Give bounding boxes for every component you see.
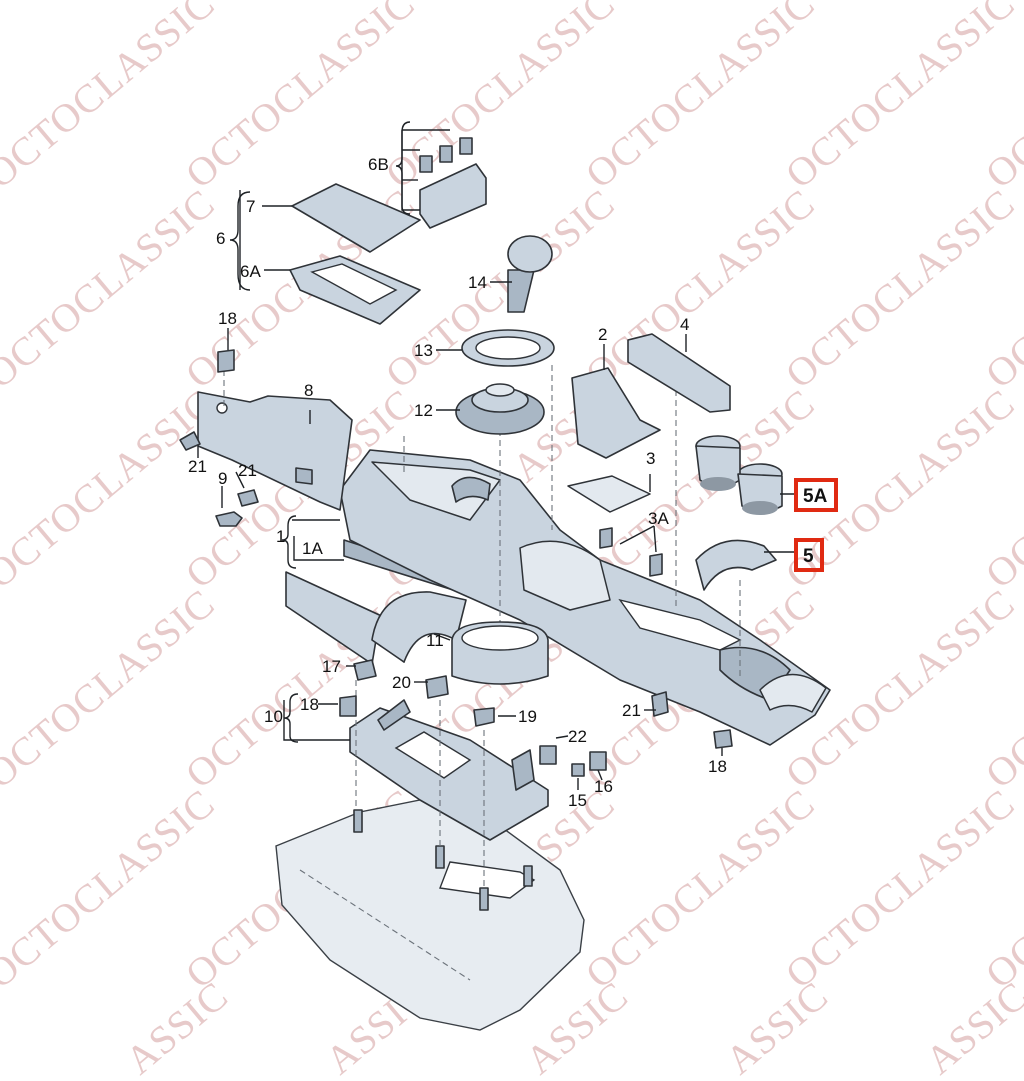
callout-16: 16 [594, 777, 613, 796]
callout-11: 11 [426, 631, 444, 650]
callout-22: 22 [568, 727, 587, 746]
callout-3a: 3A [648, 509, 669, 528]
callout-12: 12 [414, 401, 433, 420]
gear-knob [507, 235, 553, 313]
storage-frame [289, 255, 421, 325]
shift-ring-lower [451, 621, 549, 685]
callout-21-left: 21 [188, 457, 207, 476]
switch-panel [419, 137, 487, 229]
watermark-text-partial: ASSIC [117, 972, 237, 1081]
callout-6b: 6B [368, 155, 389, 174]
callout-14: 14 [468, 273, 487, 292]
callout-labels: 1 1A 2 3 3A 4 6 6A 6B 7 8 9 10 11 12 13 … [188, 155, 838, 810]
callout-1: 1 [276, 527, 285, 546]
center-console-body [339, 360, 831, 746]
callout-6: 6 [216, 229, 225, 248]
storage-tray [567, 475, 651, 513]
callout-5a: 5A [803, 486, 828, 507]
shift-boot [455, 383, 545, 435]
callout-8: 8 [304, 381, 313, 400]
callout-7: 7 [246, 197, 255, 216]
callout-2: 2 [598, 325, 607, 344]
side-trim-panel [197, 370, 353, 511]
tray-inserts [599, 527, 663, 577]
shift-ring-upper [461, 329, 555, 367]
callout-10: 10 [264, 707, 283, 726]
callout-20: 20 [392, 673, 411, 692]
callout-18-bracket: 18 [300, 695, 319, 714]
cup-holder-cover [695, 539, 777, 591]
highlight-box-5a [794, 478, 838, 512]
shift-surround [571, 367, 661, 459]
floor-pan [275, 799, 585, 1031]
callout-21-right: 21 [622, 701, 641, 720]
callout-18-top: 18 [218, 309, 237, 328]
callout-1a: 1A [302, 539, 323, 558]
storage-lid [291, 183, 421, 253]
group-brackets [229, 121, 411, 743]
callout-3: 3 [646, 449, 655, 468]
callout-15: 15 [568, 791, 587, 810]
callout-19: 19 [518, 707, 537, 726]
watermark-text-partial: ASSIC [917, 972, 1024, 1081]
callout-6a: 6A [240, 262, 261, 281]
fasteners [179, 349, 733, 777]
callout-17: 17 [322, 657, 341, 676]
trim-clip [215, 511, 243, 527]
callout-9: 9 [218, 469, 227, 488]
callout-13: 13 [414, 341, 433, 360]
mounting-bracket [349, 680, 549, 890]
callout-5: 5 [803, 546, 814, 567]
watermark-text-partial: ASSIC [717, 972, 837, 1081]
cup-holder-insert [695, 435, 783, 515]
callout-21-mid: 21 [238, 461, 257, 480]
highlight-box-5 [794, 538, 824, 572]
callout-4: 4 [680, 315, 689, 334]
armrest-lid [627, 333, 731, 413]
callout-18-right: 18 [708, 757, 727, 776]
